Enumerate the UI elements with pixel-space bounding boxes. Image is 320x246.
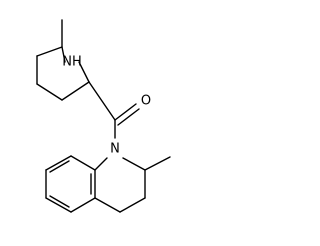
carbonyl-group (88, 81, 140, 139)
bond-c4q-c4a (94, 197, 121, 213)
bond-carbonyl-double-1 (114, 103, 137, 121)
bond-ring-c3-c4 (36, 83, 63, 101)
bond-n-c8a (94, 157, 108, 171)
bond-c2q-methyl (144, 156, 171, 171)
bond-c8-c8a (70, 155, 96, 171)
bond-c7-c8 (45, 155, 72, 171)
svg-text:N: N (110, 142, 120, 157)
bond-carbonyl-double-2 (117, 108, 140, 126)
bond-c3q-c4q (119, 197, 146, 213)
bond-ring-c6-n1 (61, 46, 66, 63)
chemical-structure: NH O N (36, 19, 171, 213)
bond-c5-c6 (45, 197, 72, 213)
atom-label-carbonyl-o: O (141, 94, 151, 109)
bond-ring-n1-c2 (78, 61, 90, 83)
tetrahydroquinoline (45, 155, 171, 213)
bond-c4a-c5 (70, 197, 96, 213)
svg-text:NH: NH (62, 55, 82, 70)
bond-ring-c2-c3 (61, 81, 90, 101)
bond-n-c2q (122, 157, 146, 171)
atom-label-quinoline-n: N (110, 142, 120, 157)
bond-ring-c5-c6 (36, 46, 63, 57)
piperidine-ring (36, 19, 90, 101)
svg-text:O: O (141, 94, 151, 109)
bond-c5-c6-inner (49, 195, 70, 208)
atom-label-piperidine-nh: NH (62, 55, 82, 70)
bond-c7-c8-inner (49, 160, 70, 173)
bond-c2-carbonyl (88, 81, 116, 121)
